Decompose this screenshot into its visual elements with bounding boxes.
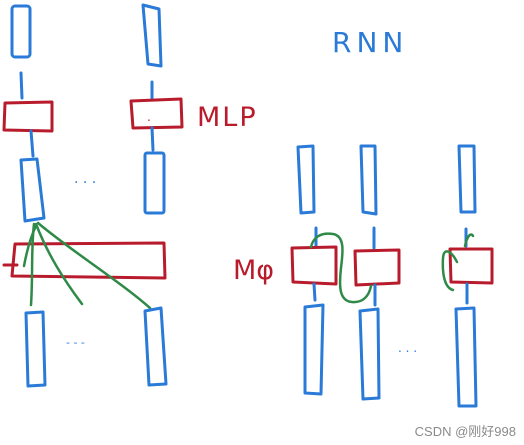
ellipsis-top: . . . — [74, 171, 96, 187]
rnn-input-vector-1 — [296, 144, 316, 215]
rnn-diagram — [290, 144, 494, 408]
recurrent-connection — [441, 250, 459, 292]
connection-line — [22, 224, 38, 268]
mlp-diagram: . — [2, 3, 184, 388]
mphi-cell-3 — [448, 247, 494, 285]
connector — [312, 282, 317, 302]
rnn-input-vector-2 — [359, 144, 378, 216]
mlp-block-2 — [129, 97, 184, 130]
rnn-input-vector-3 — [457, 144, 477, 214]
hidden-vector-1 — [19, 157, 46, 223]
rnn-label: RNN — [332, 26, 408, 59]
ellipsis-bottom-right: . . . — [398, 341, 417, 355]
input-vector-1 — [10, 4, 32, 59]
connection-line — [34, 222, 84, 306]
connector — [19, 71, 24, 100]
connector — [150, 126, 155, 152]
output-vector-2 — [143, 306, 168, 387]
mphi-cell-1 — [290, 245, 338, 286]
mlp-block-1 — [2, 100, 54, 133]
ellipsis-bottom-left: - - - — [66, 336, 85, 349]
mphi-cell-2 — [353, 248, 401, 287]
watermark: CSDN @刚好998 — [415, 424, 516, 439]
rnn-output-vector-1 — [303, 303, 325, 396]
recurrent-connection — [463, 233, 475, 248]
rnn-output-vector-3 — [454, 306, 478, 408]
input-vector-2 — [141, 3, 163, 68]
connection-line — [36, 221, 152, 310]
mlp-label: MLP — [197, 102, 258, 133]
hidden-vector-2 — [143, 151, 166, 215]
rnn-output-vector-2 — [358, 307, 381, 401]
mlp-block-mark: . — [147, 110, 151, 124]
mphi-label: Mφ — [233, 255, 274, 286]
recurrent-connection — [309, 232, 373, 304]
connector — [29, 129, 35, 158]
output-vector-1 — [24, 310, 47, 388]
